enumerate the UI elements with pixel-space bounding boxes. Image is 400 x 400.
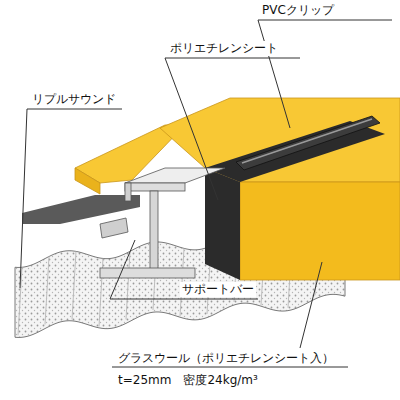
support-bar-base [100,268,195,278]
leader-line [20,109,122,288]
support-bar-flange [125,183,185,191]
support-bar-web [150,191,158,269]
leader-line [112,367,348,368]
part-label: サポートバー [180,282,256,297]
glasswool-left-front [75,168,100,194]
leader-line [300,262,322,348]
leader-line [165,58,300,200]
part-label: グラスウール（ポリエチレンシート入） [116,351,336,366]
ripple-wave [45,256,49,324]
support-bar-top [125,168,225,183]
part-label: t=25mm 密度24kg/m³ [116,373,260,388]
ripple-wave [72,251,76,319]
polyethylene-sheet-side [205,168,240,280]
part-label: リプルサウンド [30,92,118,107]
part-label: PVCクリップ [260,3,336,18]
bar-tab [100,218,128,238]
pvc-clip [236,116,380,170]
leader-line [258,20,392,128]
support-bar-lip [125,183,131,201]
leader-lines [20,20,392,367]
pvc-clip-highlight [242,119,372,163]
leader-line [110,240,258,299]
part-label: ポリエチレンシート [168,41,280,56]
ripple-wave [126,251,130,319]
glasswool-front [240,182,400,280]
